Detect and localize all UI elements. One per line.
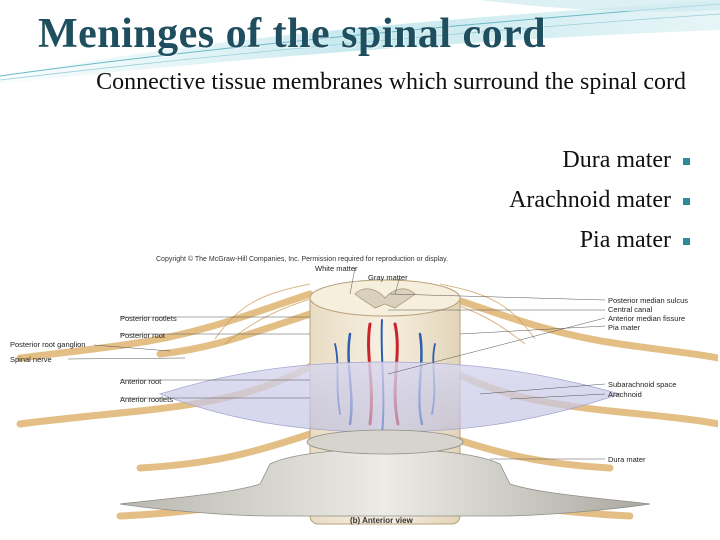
label-arachnoid: Arachnoid: [608, 390, 642, 399]
label-white-matter: White matter: [315, 264, 358, 273]
square-bullet-icon: [683, 237, 690, 245]
label-posterior-root-ganglion: Posterior root ganglion: [10, 340, 86, 349]
meninges-list: Dura mater Arachnoid mater Pia mater: [509, 140, 690, 260]
intro-text: Connective tissue membranes which surrou…: [96, 69, 686, 95]
label-subarachnoid-space: Subarachnoid space: [608, 380, 677, 389]
dura-layer: [119, 448, 651, 517]
figure-caption: (b) Anterior view: [350, 516, 413, 525]
arachnoid-layer: [158, 361, 622, 433]
label-central-canal: Central canal: [608, 305, 653, 314]
spinal-cord-drawing: [16, 267, 720, 525]
square-bullet-icon: [683, 197, 690, 205]
label-posterior-rootlets: Posterior rootlets: [120, 314, 177, 323]
label-anterior-root: Anterior root: [120, 377, 162, 386]
list-item-label: Pia mater: [579, 227, 671, 253]
list-item: Pia mater: [509, 220, 690, 260]
label-gray-matter: Gray matter: [368, 273, 408, 282]
label-anterior-rootlets: Anterior rootlets: [120, 395, 173, 404]
label-spinal-nerve: Spinal nerve: [10, 355, 52, 364]
label-dura-mater: Dura mater: [608, 455, 646, 464]
slide-title: Meninges of the spinal cord: [38, 11, 547, 57]
square-bullet-icon: [683, 157, 690, 165]
label-anterior-median-fissure: Anterior median fissure: [608, 314, 686, 323]
list-item-label: Arachnoid mater: [509, 187, 671, 213]
label-posterior-root: Posterior root: [120, 331, 166, 340]
label-pia-mater: Pia mater: [608, 323, 641, 332]
list-item: Dura mater: [509, 140, 690, 180]
label-posterior-median-sulcus: Posterior median sulcus: [608, 296, 689, 305]
list-item-label: Dura mater: [562, 147, 671, 173]
decorative-swoosh: [0, 0, 720, 84]
copyright-notice: Copyright © The McGraw-Hill Companies, I…: [156, 256, 449, 263]
list-item: Arachnoid mater: [509, 180, 690, 220]
spinal-cord-illustration: Copyright © The McGraw-Hill Companies, I…: [10, 254, 720, 538]
